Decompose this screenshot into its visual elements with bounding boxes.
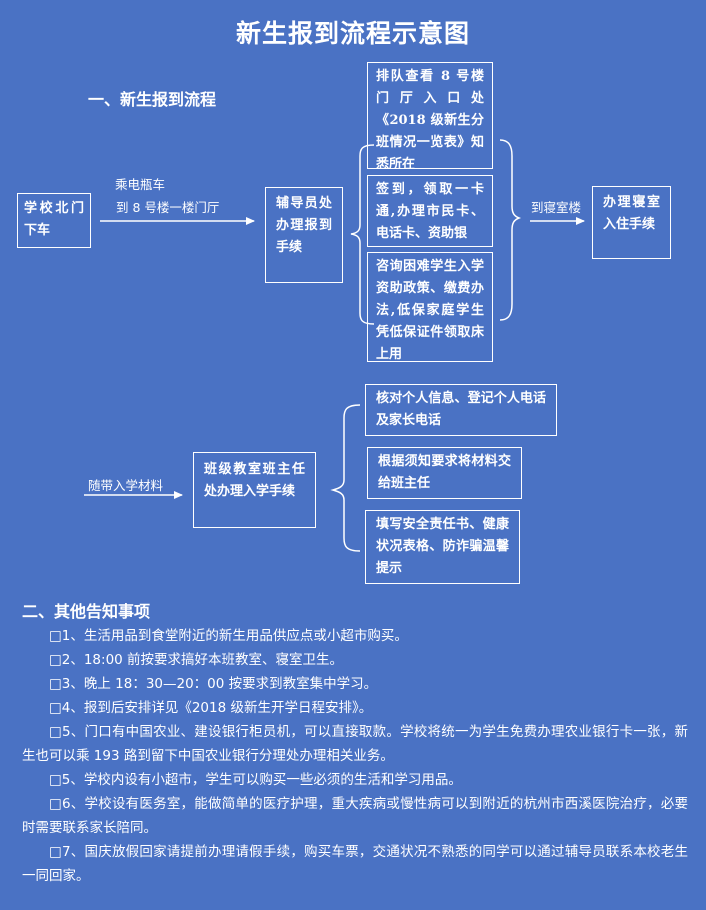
note-item: □1、生活用品到食堂附近的新生用品供应点或小超市购买。 [49, 628, 408, 644]
arrow-label-shuttle: 乘电瓶车 [115, 177, 166, 192]
note-item: □2、18:00 前按要求搞好本班教室、寝室卫生。 [49, 652, 344, 668]
note-item: □5、门口有中国农业、建设银行柜员机，可以直接取款。学校将统一为学生免费办理农业… [22, 724, 688, 764]
step-financial-aid: 咨询困难学生入学资助政策、缴费办法,低保家庭学生凭低保证件领取床上用 [367, 252, 493, 362]
arrow-label-materials: 随带入学材料 [88, 478, 164, 493]
section-1-heading: 一、新生报到流程 [88, 90, 217, 109]
step-fill-forms: 填写安全责任书、健康状况表格、防诈骗温馨提示 [365, 510, 520, 584]
page-title: 新生报到流程示意图 [235, 19, 470, 48]
notes-list: □1、生活用品到食堂附近的新生用品供应点或小超市购买。 □2、18:00 前按要… [22, 624, 688, 888]
brace-teacher-steps [330, 404, 361, 552]
step-verify-info: 核对个人信息、登记个人电话及家长电话 [365, 384, 557, 436]
class-teacher-box: 班级教室班主任处办理入学手续 [193, 452, 316, 528]
arrow-label-building: 到 8 号楼一楼门厅 [116, 200, 220, 215]
start-box-north-gate: 学校北门下车 [17, 193, 91, 248]
note-item: □5、学校内设有小超市，学生可以购买一些必须的生活和学习用品。 [49, 772, 462, 788]
step-queue-class-list: 排队查看 8 号楼门厅入口处《2018 级新生分班情况一览表》知悉所在 [367, 62, 493, 169]
section-2-heading: 二、其他告知事项 [22, 602, 151, 621]
brace-right-steps [499, 139, 522, 321]
step-signin-cards: 签到，领取一卡通,办理市民卡、电话卡、资助银 [367, 175, 493, 247]
note-item: □7、国庆放假回家请提前办理请假手续，购买车票，交通状况不熟悉的同学可以通过辅导… [22, 844, 688, 884]
note-item: □3、晚上 18：30—20：00 按要求到教室集中学习。 [49, 676, 378, 692]
step-submit-materials: 根据须知要求将材料交给班主任 [367, 447, 522, 499]
counselor-registration-box: 辅导员处办理报到手续 [265, 187, 343, 283]
arrow-label-dorm: 到寝室楼 [531, 200, 582, 215]
note-item: □4、报到后安排详见《2018 级新生开学日程安排》。 [49, 700, 373, 716]
brace-counselor-steps [350, 144, 375, 325]
note-item: □6、学校设有医务室，能做简单的医疗护理，重大疾病或慢性病可以到附近的杭州市西溪… [22, 796, 688, 836]
dorm-checkin-box: 办理寝室入住手续 [592, 186, 671, 259]
